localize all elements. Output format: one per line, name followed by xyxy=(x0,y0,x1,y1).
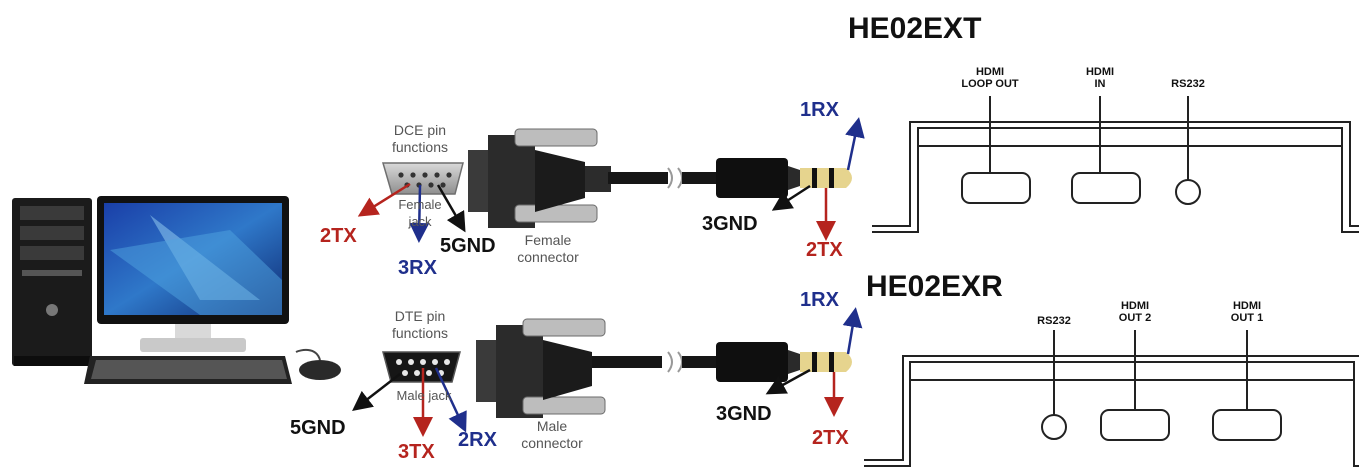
dte-gnd-label: 5GND xyxy=(290,417,346,439)
plug-bottom-rx-label: 1RX xyxy=(800,289,839,311)
dte-rx-label: 2RX xyxy=(458,429,497,451)
exr-port-hdmi-out-1-text: HDMI OUT 1 xyxy=(1230,300,1264,324)
dce-gnd-label: 5GND xyxy=(440,235,496,257)
mouse xyxy=(299,360,341,380)
dte-tx-label: 3TX xyxy=(398,441,435,463)
computer-illustration xyxy=(12,196,341,384)
exr-port-hdmi-out-1: HDMI OUT 1 xyxy=(1217,300,1277,324)
exr-port-rs232: RS232 xyxy=(1037,315,1071,327)
dce-tx-label: 2TX xyxy=(320,225,357,247)
dce-female-jack xyxy=(382,162,464,195)
ext-port-hdmi-loop-out-text: HDMI LOOP OUT xyxy=(961,66,1019,90)
dte-jack-label: Male jack xyxy=(396,388,452,403)
ext-port-hdmi-loop-out: HDMI LOOP OUT xyxy=(950,66,1030,90)
dte-connector-label: Male connector xyxy=(512,418,592,452)
ext-port-hdmi-in-text: HDMI IN xyxy=(1085,66,1115,90)
dte-pin-functions-label: DTE pin functions xyxy=(380,308,460,342)
db9-female-connector xyxy=(468,128,716,228)
plug-top-gnd-label: 3GND xyxy=(702,213,758,235)
dce-pin-functions-text: DCE pin functions xyxy=(391,122,449,155)
plug-top-tx-label: 2TX xyxy=(806,239,843,261)
plug-bottom-gnd-label: 3GND xyxy=(716,403,772,425)
exr-port-hdmi-out-2: HDMI OUT 2 xyxy=(1105,300,1165,324)
exr-port-hdmi-out-2-text: HDMI OUT 2 xyxy=(1118,300,1152,324)
ext-port-hdmi-in: HDMI IN xyxy=(1070,66,1130,90)
dte-male-jack xyxy=(382,351,461,383)
dce-jack-text: Female jack xyxy=(398,197,442,229)
he02ext-title: HE02EXT xyxy=(848,12,982,45)
plug-bottom-tx-label: 2TX xyxy=(812,427,849,449)
dce-pin-functions-label: DCE pin functions xyxy=(380,122,460,156)
dce-jack-label: Female jack xyxy=(390,196,450,230)
dce-connector-text: Female connector xyxy=(517,232,579,265)
plug-top-rx-label: 1RX xyxy=(800,99,839,121)
keyboard xyxy=(84,356,292,384)
he02exr-device xyxy=(864,330,1359,467)
dce-rx-label: 3RX xyxy=(398,257,437,279)
db9-male-connector xyxy=(476,318,716,418)
dte-connector-text: Male connector xyxy=(521,418,583,451)
audio-plug-bottom xyxy=(716,342,852,382)
dce-connector-label: Female connector xyxy=(508,232,588,266)
he02ext-device xyxy=(872,96,1359,233)
monitor xyxy=(97,196,289,352)
ext-port-rs232: RS232 xyxy=(1171,78,1205,90)
dte-pin-functions-text: DTE pin functions xyxy=(391,308,449,341)
he02exr-title: HE02EXR xyxy=(866,270,1003,303)
pc-tower xyxy=(12,198,92,366)
audio-plug-top xyxy=(716,158,852,198)
